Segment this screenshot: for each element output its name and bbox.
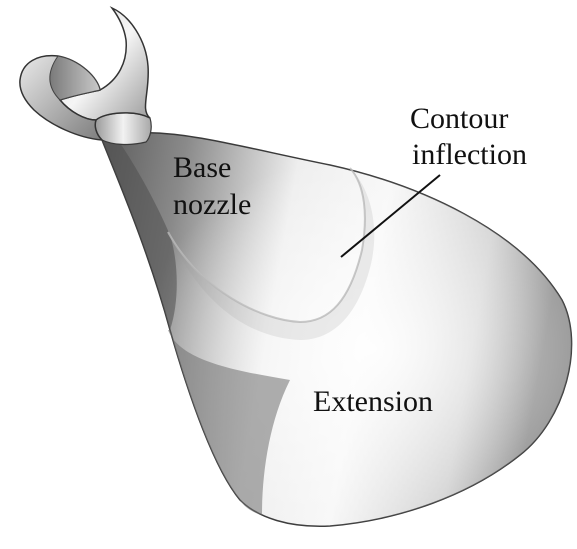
- label-base-line2: nozzle: [173, 188, 251, 221]
- label-contour-line1: Contour: [410, 102, 508, 135]
- label-extension: Extension: [313, 385, 433, 418]
- label-contour-line2: inflection: [412, 138, 527, 171]
- label-base-line1: Base: [173, 151, 231, 184]
- nozzle-throat: [95, 113, 151, 145]
